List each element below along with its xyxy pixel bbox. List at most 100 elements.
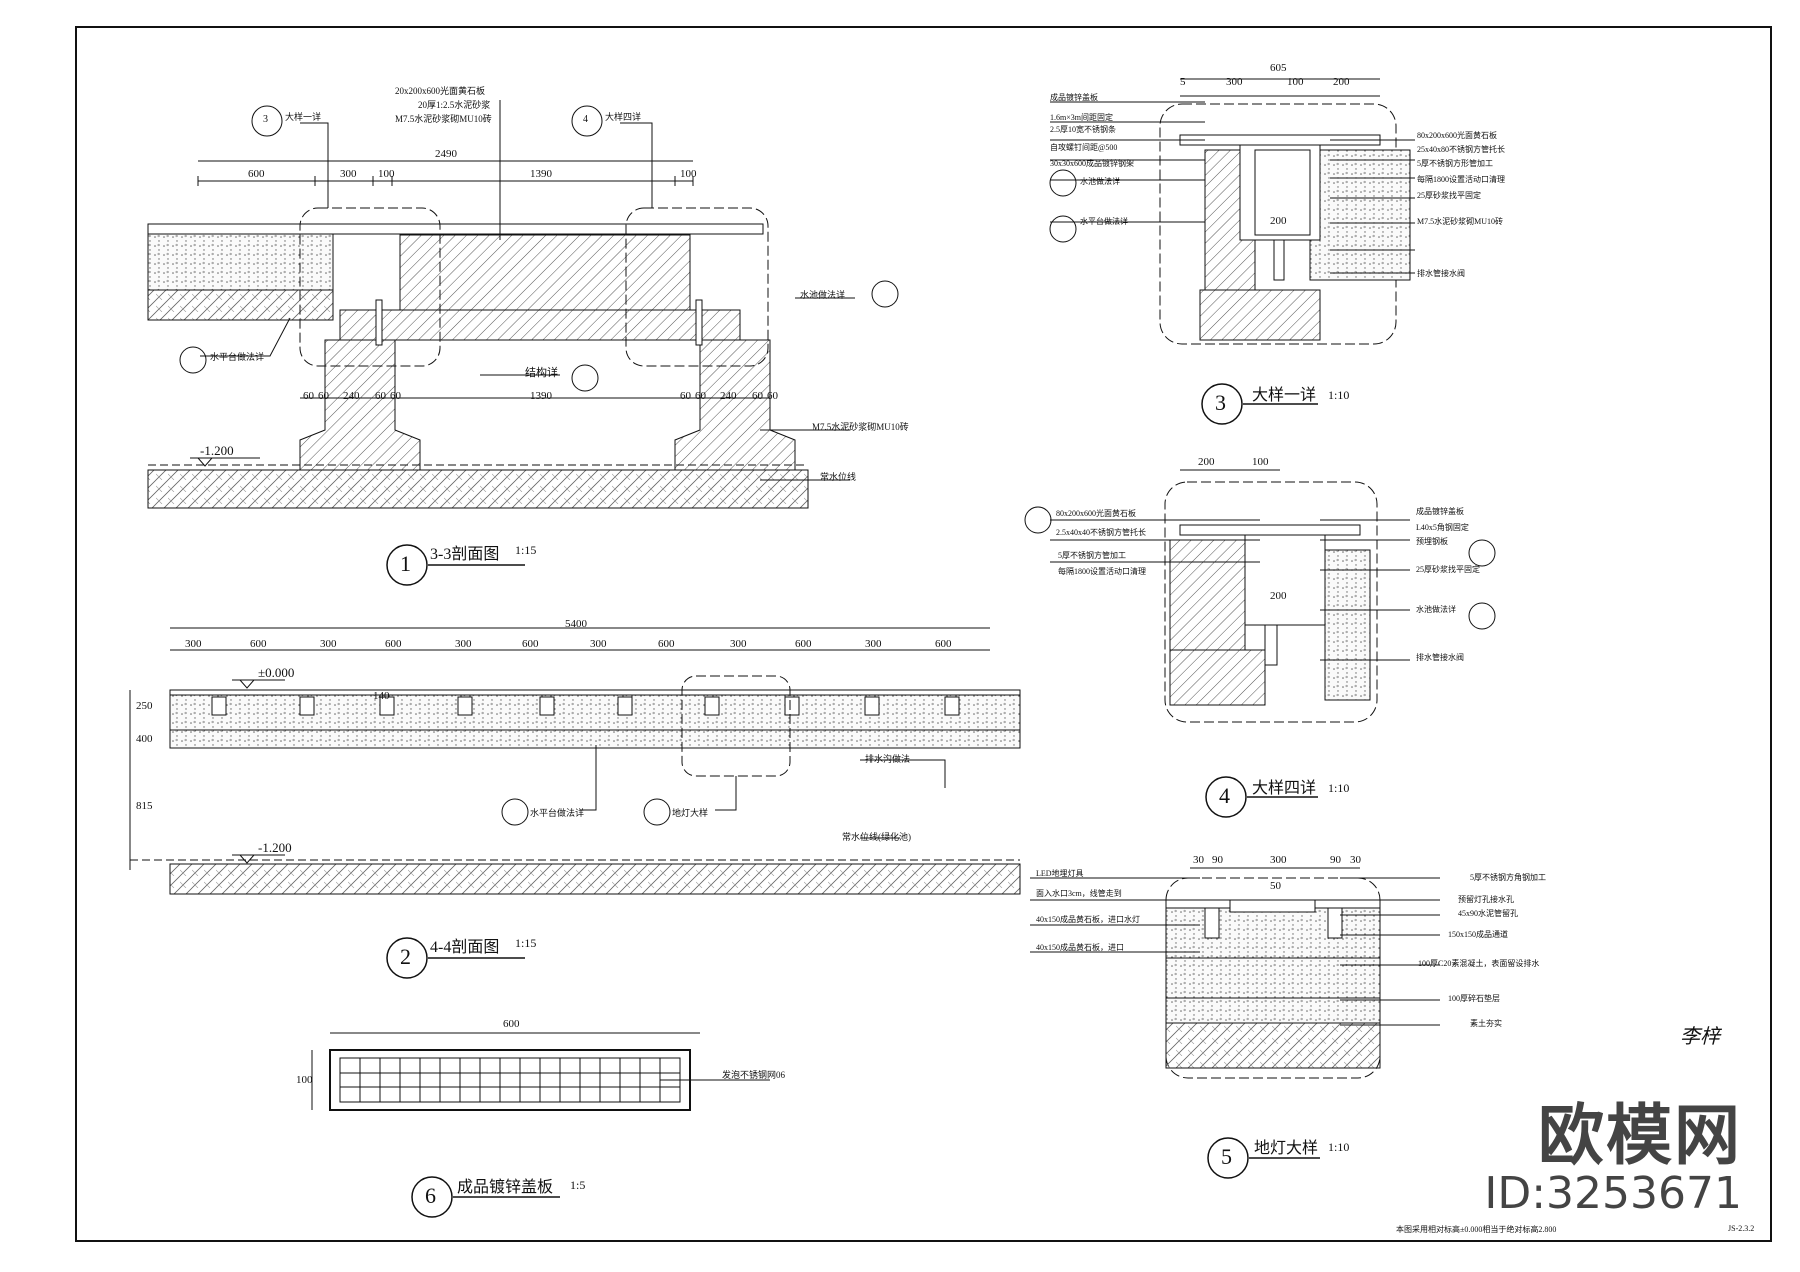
d2-number: 2 [400,944,411,969]
d5-r6: 素土夯实 [1470,1019,1502,1028]
d1-bdim-8: 240 [720,390,737,402]
d3-number: 3 [1215,390,1226,415]
signature: 李梓 [1680,1026,1720,1048]
d6-title: 成品镀锌盖板 [457,1179,554,1196]
d1-ref4-num: 4 [583,114,588,125]
d4-r0: 成品镀锌盖板 [1416,507,1464,516]
title-circle-d4 [1205,776,1247,818]
d3-r6: 排水管接水阀 [1417,269,1465,278]
d2-seq-8: 300 [730,638,747,650]
d3-r3: 每隔1800设置活动口清理 [1417,175,1505,184]
footer-note: 本图采用相对标高±0.000相当于绝对标高2.800 [1396,1225,1557,1234]
d3-dim-0: 5 [1180,76,1186,88]
d5-l2: 40x150成品黄石板，进口水灯 [1036,915,1140,924]
d6-height: 100 [296,1074,313,1086]
d1-number: 1 [400,551,411,576]
d3-dim-total: 605 [1270,62,1287,74]
d3-l6: 水平台做法详 [1080,217,1128,226]
d6-width: 600 [503,1018,520,1030]
d5-r3: 150x150成品通道 [1448,930,1508,939]
d1-bdim-1: 60 [318,390,329,402]
detail-3 [1049,78,1415,425]
d3-l5: 水池做法详 [1080,177,1120,186]
d2-seq-3: 600 [385,638,402,650]
d1-bdim-2: 240 [343,390,360,402]
d4-title: 大样四详 [1252,780,1317,797]
d5-l1: 面入水口3cm，线管走到 [1036,889,1122,898]
d4-l3: 每隔1800设置活动口清理 [1058,567,1146,576]
d5-dim-2: 300 [1270,854,1287,866]
d3-inner: 200 [1270,215,1287,227]
watermark-logo: 欧模网 [1538,1097,1742,1174]
section-4-4 [129,627,1021,979]
d3-dim-1: 300 [1226,76,1243,88]
d2-seq-11: 600 [935,638,952,650]
d3-l4: 30x30x600成品镀锌钢架 [1050,159,1134,168]
d4-number: 4 [1219,783,1230,808]
outer-border [75,26,1772,1242]
title-circle-d2 [386,937,428,979]
d4-r2: 预埋钢板 [1416,537,1448,546]
d5-r4: 100厚C20素混凝土，表面留设排水 [1418,959,1540,968]
d5-title: 地灯大样 [1254,1140,1319,1157]
d2-seq-9: 600 [795,638,812,650]
d5-r1: 预留灯孔接水孔 [1458,895,1514,904]
d2-mid: 140 [373,690,390,702]
d2-left-2: 815 [136,800,153,812]
d5-l0: LED地埋灯具 [1036,869,1084,878]
d2-left-0: 250 [136,700,153,712]
d5-dim-4: 30 [1350,854,1361,866]
d1-dim-1: 300 [340,168,357,180]
d2-seq-5: 600 [522,638,539,650]
d3-r0: 80x200x600光面黄石板 [1417,131,1497,140]
footer-code: JS-2.3.2 [1728,1224,1755,1233]
d1-bdim-0: 60 [303,390,314,402]
d1-bdim-3: 60 [375,390,386,402]
d3-dim-2: 100 [1287,76,1304,88]
d2-title: 4-4剖面图 [430,939,500,956]
d4-dim-0: 200 [1198,456,1215,468]
d2-l3: 排水沟做法 [865,754,911,764]
d5-scale: 1:10 [1328,1140,1350,1154]
d5-r2: 45x90水泥管留孔 [1458,909,1518,918]
d3-l0: 成品镀锌盖板 [1050,93,1098,102]
d1-bdim-4: 60 [390,390,401,402]
d3-l3: 自攻螺钉间距@500 [1050,143,1118,152]
d2-seq-2: 300 [320,638,337,650]
d1-r3: 常水位线 [820,472,857,482]
d4-dim-1: 100 [1252,456,1269,468]
d4-r3: 25厚砂浆找平固定 [1416,565,1480,574]
d1-bdim-6: 60 [680,390,691,402]
detail-5 [1030,867,1440,1179]
d1-bdim-5: 1390 [530,390,552,402]
title-circle-d5 [1207,1137,1249,1179]
d3-r1: 25x40x80不锈钢方管托长 [1417,145,1505,154]
d4-inner: 200 [1270,590,1287,602]
d2-scale: 1:15 [515,936,537,950]
d5-dim-0: 30 [1193,854,1204,866]
d6-scale: 1:5 [570,1178,586,1192]
title-circle-d6 [411,1176,453,1218]
d1-top2: 20厚1:2.5水泥砂浆 [418,100,491,110]
d4-r4: 水池做法详 [1416,605,1456,614]
d5-r5: 100厚碎石垫层 [1448,994,1500,1003]
d3-r2: 5厚不锈钢方形管加工 [1417,159,1493,168]
d3-dim-3: 200 [1333,76,1350,88]
d2-seq-7: 600 [658,638,675,650]
d1-mid: 结构详 [525,367,558,379]
d1-dim-4: 100 [680,168,697,180]
d3-l1: 1.6m×3m间距固定 [1050,113,1113,122]
d1-title: 3-3剖面图 [430,546,500,563]
d1-r2: M7.5水泥砂浆砌MU10砖 [812,422,909,432]
d4-r1: L40x5角钢固定 [1416,523,1469,532]
d2-l1: 水平台做法详 [530,808,585,818]
d4-l2: 5厚不锈钢方管加工 [1058,551,1126,560]
d6-number: 6 [425,1183,436,1208]
cover-plate [311,1032,770,1218]
d5-inner: 50 [1270,880,1281,892]
section-3-3 [147,100,899,586]
title-circle-d3 [1201,383,1243,425]
d1-bdim-7: 60 [695,390,706,402]
d2-seq-6: 300 [590,638,607,650]
